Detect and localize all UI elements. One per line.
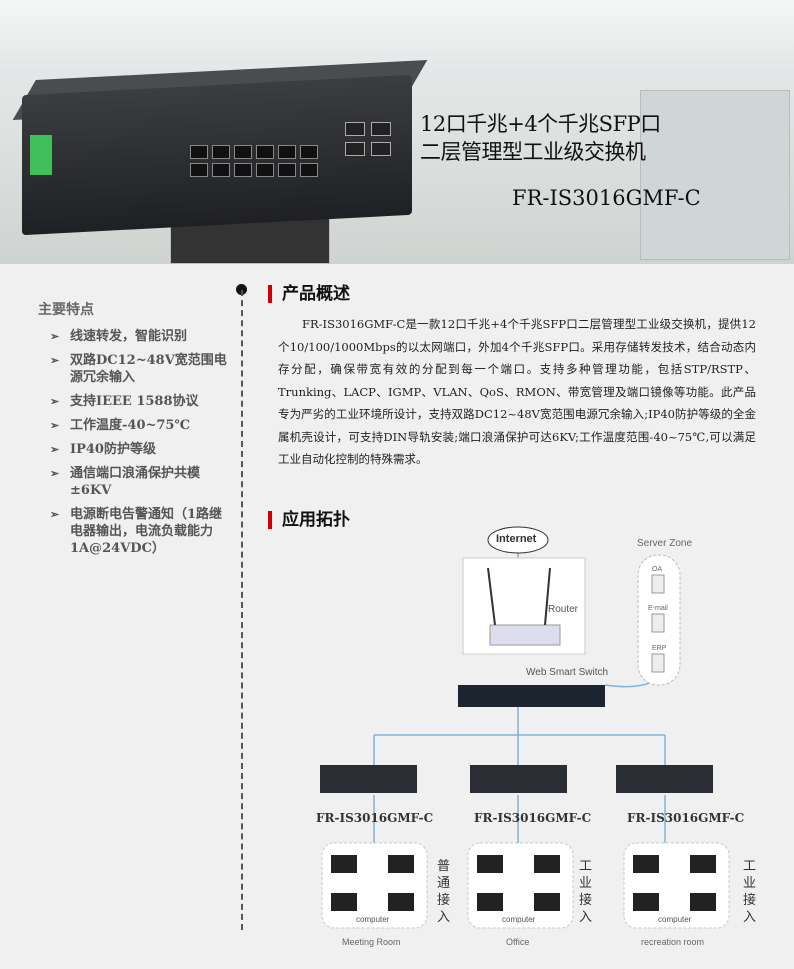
hero-model: FR-IS3016GMF-C [512,186,701,210]
access-switch-icon [616,765,713,793]
feature-item: IP40防护等级 [50,441,230,458]
room-label: recreation room [641,937,705,947]
core-switch-label: Web Smart Switch [526,667,609,678]
sfp-ports [345,122,391,156]
branch-access-type: 工业接入 [743,859,757,925]
hero-title-line1: 12口千兆+4个千兆SFP口 [420,112,661,136]
overview-text: FR-IS3016GMF-C是一款12口千兆+4个千兆SFP口二层管理型工业级交… [278,317,756,466]
server-erp: ERP [652,645,667,652]
feature-item: 工作温度-40~75℃ [50,417,230,434]
hero-banner: 12口千兆+4个千兆SFP口二层管理型工业级交换机 FR-IS3016GMF-C [0,0,794,264]
timeline-dot [236,284,247,295]
computer-label: computer [658,915,692,924]
room-label: Office [506,937,530,947]
dashed-divider [241,290,243,930]
server-zone-label: Server Zone [637,538,693,549]
feature-item: 通信端口浪涌保护共模±6KV [50,465,230,499]
feature-item: 电源断电告警通知（1路继电器输出，电流负载能力1A@24VDC） [50,506,230,557]
room-label: Meeting Room [342,937,401,947]
computer-label: computer [356,915,390,924]
branch-access-type: 工业接入 [579,859,593,925]
hero-title-line2: 二层管理型工业级交换机 [420,140,646,164]
features-title: 主要特点 [38,302,94,318]
access-switch-icon [320,765,417,793]
features-list: 线速转发，智能识别 双路DC12~48V宽范围电源冗余输入 支持IEEE 158… [50,328,230,564]
server-oa: OA [652,566,663,573]
rj45-ports [190,145,318,177]
branch-model: FR-IS3016GMF-C [316,811,434,825]
branch-access-type: 普通接入 [437,859,451,925]
router-label: Router [548,604,579,615]
server-email: E-mail [648,605,668,612]
branch-model: FR-IS3016GMF-C [627,811,745,825]
access-switch-icon [470,765,567,793]
computer-label: computer [502,915,536,924]
feature-item: 双路DC12~48V宽范围电源冗余输入 [50,352,230,386]
feature-item: 支持IEEE 1588协议 [50,393,230,410]
core-switch-icon [458,685,605,707]
office-ceiling [0,0,794,70]
server-zone [637,554,681,686]
power-terminal [30,135,52,175]
internet-label: Internet [496,533,537,545]
hero-title: 12口千兆+4个千兆SFP口二层管理型工业级交换机 [420,110,661,166]
office-window [640,90,790,260]
feature-item: 线速转发，智能识别 [50,328,230,345]
branch-model: FR-IS3016GMF-C [474,811,592,825]
overview-heading: 产品概述 [268,285,350,303]
router-icon [489,624,561,646]
topology-heading: 应用拓扑 [268,511,350,529]
